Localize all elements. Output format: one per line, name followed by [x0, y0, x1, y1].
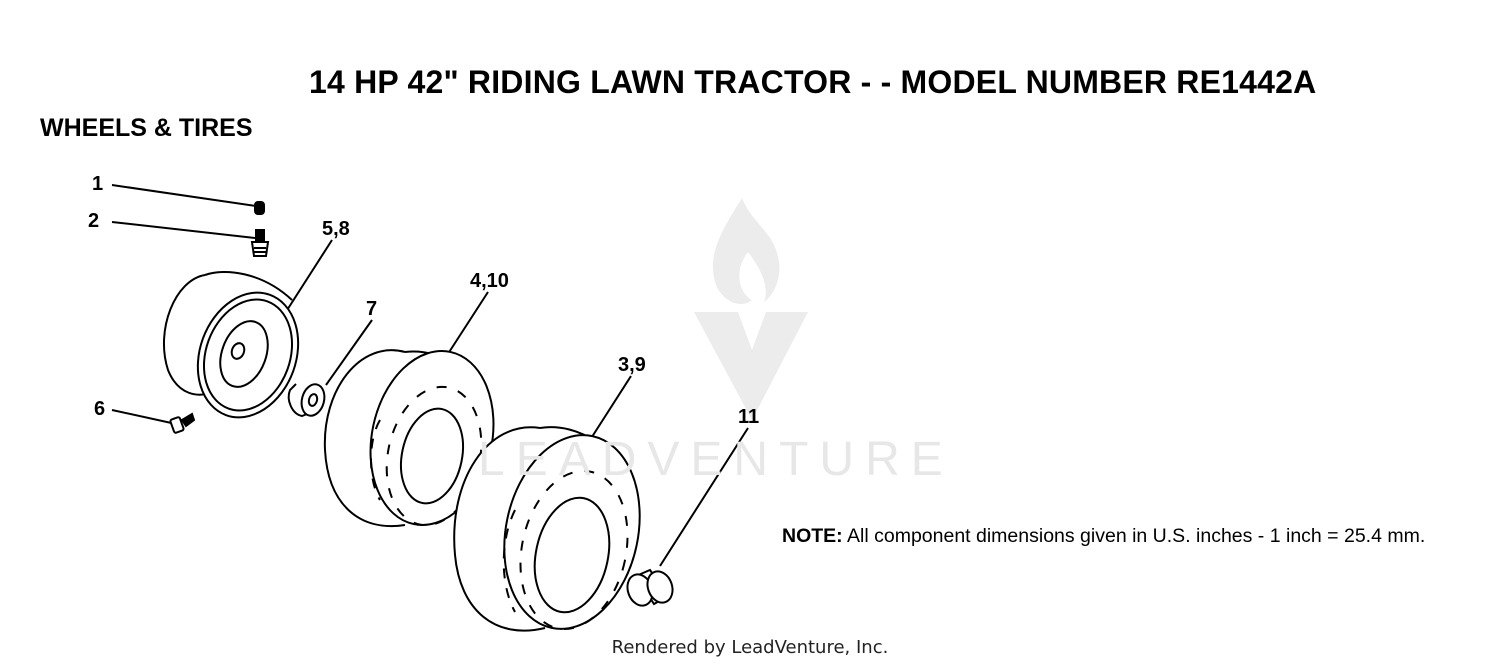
section-title: WHEELS & TIRES [40, 114, 253, 142]
callout-4-10: 4,10 [470, 270, 509, 292]
callout-7: 7 [366, 298, 378, 320]
callout-5-8: 5,8 [322, 218, 350, 240]
callout-1: 1 [92, 173, 104, 195]
watermark-text: LEADVENTURE [478, 433, 954, 486]
grease-fitting-part [169, 412, 196, 434]
callout-2: 2 [88, 210, 100, 232]
callout-6: 6 [94, 398, 106, 420]
valve-stem-part [250, 229, 270, 257]
leadventure-logo-icon [694, 198, 808, 420]
note-text: All component dimensions given in U.S. i… [842, 525, 1426, 547]
callout-11: 11 [738, 406, 760, 428]
page-title: 14 HP 42" RIDING LAWN TRACTOR - - MODEL … [309, 64, 1317, 100]
bushing-part [287, 383, 326, 418]
callout-3-9: 3,9 [618, 354, 646, 376]
rim-part [163, 271, 300, 419]
front-tire-part [323, 349, 495, 528]
leader-lines [111, 184, 749, 567]
note-label: NOTE: [782, 525, 843, 547]
rear-tire-part [453, 426, 641, 632]
note-block: NOTE: All component dimensions given in … [782, 526, 1462, 547]
hub-cap-part [626, 568, 674, 607]
valve-cap-part [254, 201, 265, 215]
footer-credit: Rendered by LeadVenture, Inc. [611, 637, 889, 658]
